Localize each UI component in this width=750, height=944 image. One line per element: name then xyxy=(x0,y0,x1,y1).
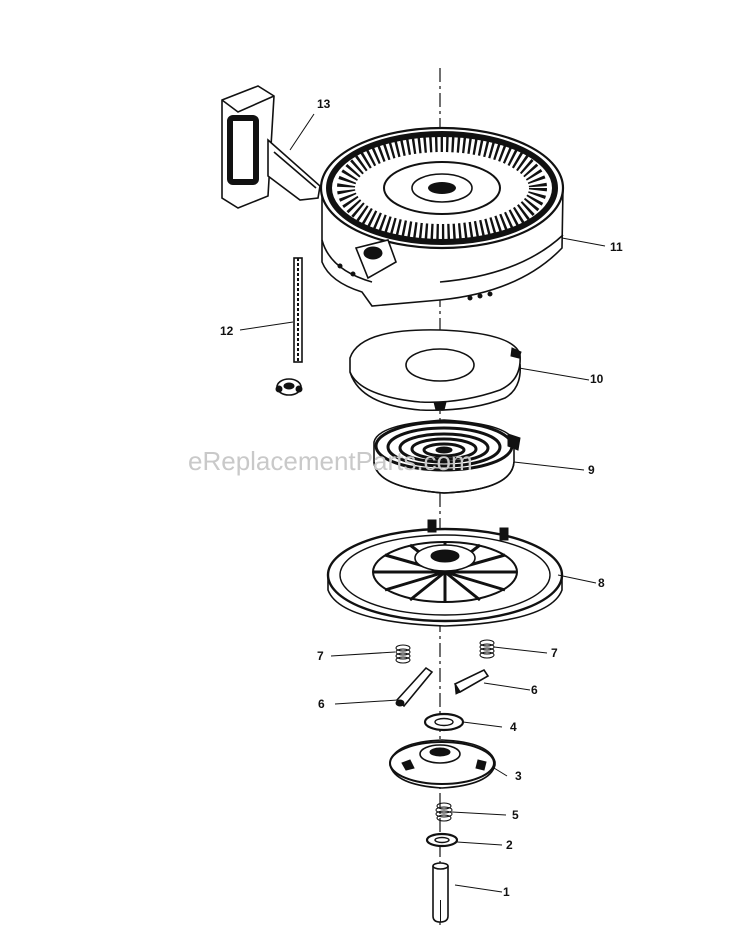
label-part-12: 12 xyxy=(220,324,234,338)
label-part-1: 1 xyxy=(503,885,510,899)
part-13-starter-handle xyxy=(221,85,321,209)
part-6-pawl-right xyxy=(453,668,490,695)
part-1-center-pin xyxy=(432,862,449,923)
leader-lines xyxy=(239,113,606,893)
label-part-10: 10 xyxy=(590,372,604,386)
part-8-pulley xyxy=(326,519,564,627)
part-11-starter-housing xyxy=(319,126,565,307)
label-part-11: 11 xyxy=(610,240,623,254)
part-5-brake-spring xyxy=(435,802,453,822)
label-part-7-right: 7 xyxy=(551,646,558,660)
label-part-3: 3 xyxy=(515,769,522,783)
label-part-6-left: 6 xyxy=(318,697,325,711)
label-part-2: 2 xyxy=(506,838,513,852)
part-2-washer xyxy=(425,832,459,848)
label-part-13: 13 xyxy=(317,97,331,111)
part-6-pawl-left xyxy=(395,666,434,708)
label-part-9: 9 xyxy=(588,463,595,477)
label-part-7-left: 7 xyxy=(317,649,324,663)
part-7-spring-left xyxy=(395,644,411,664)
part-7-spring-right xyxy=(479,639,495,659)
label-part-5: 5 xyxy=(512,808,519,822)
label-part-6-right: 6 xyxy=(531,683,538,697)
watermark-text: eReplacementParts.com xyxy=(188,446,473,476)
part-12-starter-rope xyxy=(275,257,303,396)
rope-knot xyxy=(275,378,303,396)
label-part-4: 4 xyxy=(510,720,517,734)
part-10-plate xyxy=(349,329,522,412)
part-3-retainer xyxy=(389,739,496,789)
part-4-washer xyxy=(423,712,465,732)
label-part-8: 8 xyxy=(598,576,605,590)
